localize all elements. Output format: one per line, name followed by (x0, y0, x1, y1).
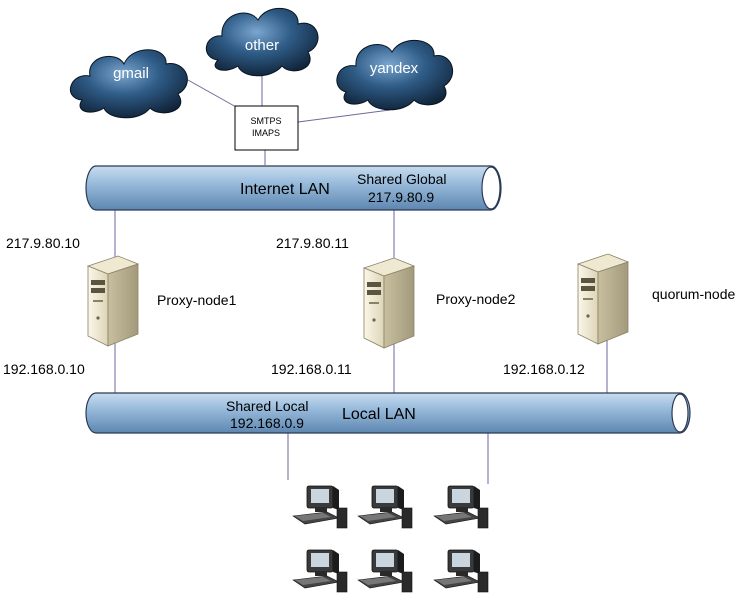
local-lan-pipe: Shared Local 192.168.0.9 Local LAN (85, 392, 691, 434)
cloud-yandex-label: yandex (370, 60, 419, 77)
proxy-node2-server-icon (363, 257, 415, 349)
workstation-icon (433, 549, 489, 593)
cloud-gmail-label: gmail (113, 65, 149, 82)
cloud-yandex-icon (336, 39, 454, 111)
proxy-node2-name: Proxy-node2 (436, 291, 516, 307)
gateway-protocol-imaps: IMAPS (252, 128, 280, 138)
local-lan-body (85, 392, 691, 434)
cloud-other-label: other (245, 37, 279, 54)
internet-lan-label: Internet LAN (240, 181, 330, 198)
cloud-other-icon (206, 7, 319, 77)
quorum-node: quorum-node 192.168.0.12 (503, 253, 735, 377)
workstation-icon (433, 485, 489, 529)
cloud-yandex: yandex (336, 39, 454, 111)
workstation-icon (292, 549, 348, 593)
quorum-node-server-icon (577, 253, 629, 345)
shared-local-ip: 192.168.0.9 (230, 415, 304, 431)
proxy-node1-public-ip: 217.9.80.10 (6, 235, 80, 251)
local-lan-end-cap (671, 393, 689, 433)
local-lan-label: Local LAN (342, 406, 416, 423)
mail-gateway-box: SMTPS IMAPS (234, 105, 299, 151)
internet-lan-end-cap (481, 166, 501, 210)
cloud-gmail-icon (70, 49, 188, 119)
quorum-node-name: quorum-node (652, 286, 735, 302)
gateway-protocol-smtps: SMTPS (250, 116, 281, 126)
quorum-node-local-ip: 192.168.0.12 (503, 361, 585, 377)
shared-global-ip: 217.9.80.9 (368, 189, 434, 205)
workstation-icon (292, 485, 348, 529)
workstations (292, 485, 489, 593)
proxy-node1-name: Proxy-node1 (157, 292, 237, 308)
workstation-icon (357, 485, 413, 529)
workstation-icon (357, 549, 413, 593)
link-yandex-gateway (297, 109, 391, 123)
cloud-gmail: gmail (70, 49, 188, 119)
cloud-other: other (206, 7, 319, 77)
mail-gateway-frame (234, 105, 299, 151)
proxy-node1-server-icon (87, 255, 139, 347)
internet-lan-body (85, 165, 502, 211)
proxy-node2: Proxy-node2 217.9.80.11 192.168.0.11 (271, 235, 516, 377)
proxy-node1: Proxy-node1 217.9.80.10 192.168.0.10 (3, 235, 237, 377)
proxy-node2-local-ip: 192.168.0.11 (271, 361, 352, 377)
shared-local-label: Shared Local (226, 398, 309, 414)
shared-global-label: Shared Global (357, 171, 447, 187)
internet-lan-pipe: Internet LAN Shared Global 217.9.80.9 (85, 165, 502, 211)
proxy-node2-public-ip: 217.9.80.11 (276, 235, 349, 251)
proxy-node1-local-ip: 192.168.0.10 (3, 361, 85, 377)
